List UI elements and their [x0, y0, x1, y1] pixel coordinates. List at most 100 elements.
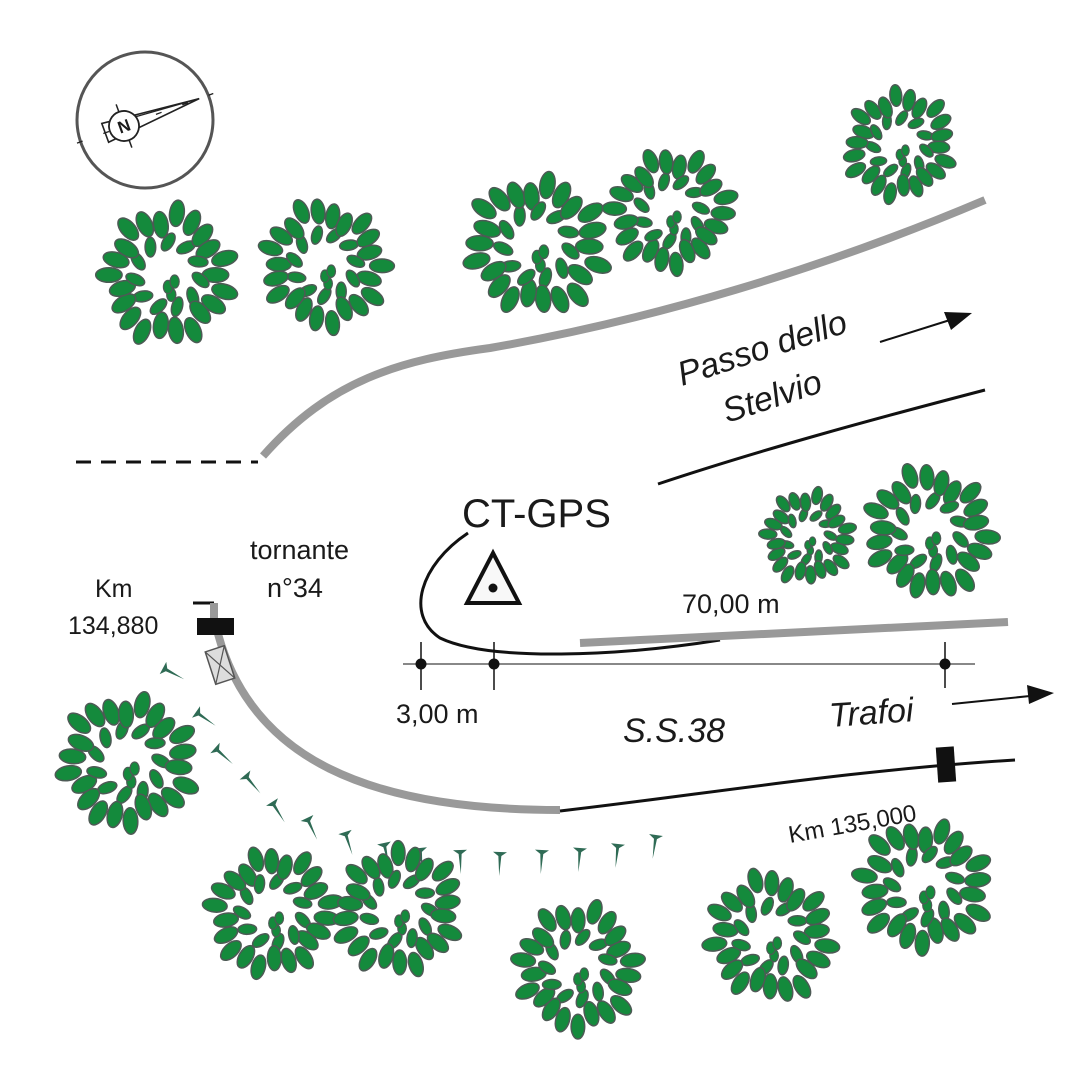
- leaf: [786, 888, 806, 912]
- leaf: [804, 565, 817, 585]
- leaf: [921, 845, 938, 864]
- leaf: [372, 876, 385, 897]
- leaf: [538, 170, 556, 200]
- leaf: [286, 271, 307, 284]
- leaf: [869, 520, 897, 536]
- leaf: [574, 928, 591, 946]
- leaf: [338, 239, 359, 252]
- leaf: [896, 173, 911, 197]
- leaf: [962, 514, 990, 531]
- main-road-curve: [213, 629, 561, 814]
- leaf: [596, 1000, 616, 1024]
- leaf: [537, 960, 557, 975]
- leaf: [710, 205, 736, 221]
- leaf: [895, 506, 910, 526]
- scrub-mark: [338, 829, 353, 855]
- leaf: [672, 175, 690, 191]
- leaf: [792, 974, 812, 999]
- leaf: [889, 83, 903, 108]
- leaf: [787, 915, 808, 927]
- leaf: [926, 98, 945, 118]
- leaf: [861, 898, 888, 916]
- leaf: [86, 766, 108, 779]
- leaf: [963, 498, 989, 518]
- leaf: [930, 113, 952, 131]
- km-start-line2: 134,880: [68, 612, 158, 640]
- leaf: [695, 163, 717, 185]
- leaf: [99, 727, 112, 749]
- leaf: [842, 148, 866, 163]
- leaf: [911, 97, 928, 119]
- leaf: [561, 242, 580, 260]
- leaf: [134, 793, 153, 821]
- leaf: [809, 510, 823, 522]
- leaf: [167, 316, 185, 345]
- leaf: [541, 978, 562, 991]
- leaf: [795, 958, 818, 980]
- leaf: [351, 212, 373, 235]
- scrub-marks: [159, 661, 663, 876]
- leaf: [687, 149, 705, 174]
- leaf: [67, 712, 92, 734]
- leaf: [324, 310, 341, 337]
- scrub-mark: [159, 661, 185, 680]
- leaf: [361, 855, 381, 880]
- leaf: [952, 531, 969, 548]
- leaf: [567, 263, 593, 286]
- leaf: [211, 282, 239, 301]
- leaf: [358, 947, 378, 972]
- leaf: [601, 201, 628, 216]
- leaf: [263, 270, 289, 287]
- leaf: [707, 903, 732, 922]
- leaf: [106, 800, 124, 829]
- leaf: [210, 882, 236, 900]
- leaf: [283, 881, 303, 895]
- leaf: [191, 223, 214, 248]
- leaf: [691, 201, 711, 215]
- leaf: [678, 238, 696, 264]
- leaf: [959, 886, 986, 903]
- leaf: [901, 144, 910, 157]
- leaf: [758, 528, 778, 540]
- leaf: [657, 172, 671, 192]
- leaf: [102, 251, 130, 269]
- leaf: [930, 128, 954, 143]
- leaf: [570, 1013, 586, 1040]
- leaf: [794, 561, 807, 581]
- leaf: [925, 162, 946, 180]
- leaf: [430, 908, 457, 924]
- leaf: [907, 117, 925, 130]
- leaf: [517, 268, 536, 286]
- leaf: [934, 153, 957, 169]
- leaf: [579, 967, 590, 981]
- km-marker-end-icon: [935, 746, 957, 783]
- leaf: [597, 953, 618, 966]
- leaf: [845, 161, 867, 179]
- leaf: [867, 549, 893, 568]
- tree-icon: [863, 463, 1002, 599]
- leaf: [333, 926, 359, 944]
- leaf: [498, 219, 515, 240]
- destination-lower: Trafoi: [828, 691, 916, 735]
- leaf: [554, 1006, 571, 1033]
- leaf: [619, 952, 646, 968]
- leaf: [506, 181, 526, 209]
- leaf: [400, 909, 411, 923]
- leaf: [559, 929, 572, 950]
- leaf: [672, 210, 682, 224]
- compass-ring: [75, 50, 215, 190]
- leaf: [597, 910, 617, 935]
- leaf: [956, 551, 980, 572]
- leaf: [964, 872, 992, 888]
- leaf: [837, 522, 858, 535]
- leaf: [891, 480, 912, 505]
- tree-icon: [257, 198, 396, 337]
- leaf: [280, 947, 297, 974]
- leaf: [788, 492, 802, 511]
- leaf: [250, 954, 267, 981]
- leaf: [944, 871, 966, 885]
- leaf: [584, 255, 612, 274]
- tree-icon: [701, 867, 841, 1002]
- leaf: [405, 846, 422, 873]
- trees: [54, 83, 1002, 1040]
